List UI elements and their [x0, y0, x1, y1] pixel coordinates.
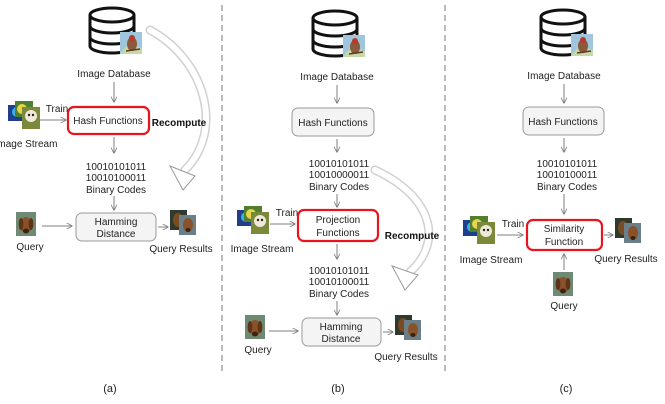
train-label: Train [276, 208, 298, 219]
train-label: Train [502, 219, 524, 230]
bird-photo-icon [570, 33, 594, 57]
hamming-line-1: Hamming [95, 217, 138, 228]
query-results-label: Query Results [149, 244, 212, 255]
hamming-distance-box [75, 212, 157, 242]
hash-functions-box [522, 106, 605, 136]
similarity-function-box [525, 218, 604, 252]
panel-b: Image Database Hash Functions 1001010101… [231, 9, 440, 395]
image-database-label: Image Database [77, 69, 151, 80]
image-database-label: Image Database [527, 71, 601, 82]
similarity-line-2: Function [545, 237, 583, 248]
query-label: Query [16, 242, 43, 253]
recompute-arrowhead [390, 265, 419, 291]
code-line-2: 10010100011 [86, 173, 147, 184]
code-line-2: 10010100011 [309, 277, 370, 288]
bird-photo-icon [342, 34, 366, 58]
image-stream-photos-icon [463, 216, 495, 244]
image-stream-label: Image Stream [231, 244, 294, 255]
caption-b: (b) [331, 383, 344, 395]
image-stream-label: Image Stream [460, 255, 523, 266]
panel-a: Image Database Hash Functions Train Imag… [0, 6, 213, 395]
code-line-1: 10010101011 [309, 266, 370, 277]
hamming-distance-box [301, 317, 382, 347]
dog-photo-icon [245, 315, 265, 339]
similarity-line-1: Similarity [544, 224, 585, 235]
code-line-2: 10010100011 [537, 170, 598, 181]
recompute-label: Recompute [152, 118, 207, 129]
hash-functions-box [291, 107, 375, 137]
hamming-line-2: Distance [97, 229, 136, 240]
image-database-label: Image Database [300, 72, 374, 83]
query-label: Query [550, 301, 577, 312]
panel-c: Image Database Hash Functions 1001010101… [460, 8, 658, 395]
binary-codes-label: Binary Codes [537, 182, 597, 193]
hamming-line-1: Hamming [320, 322, 363, 333]
query-results-photos-icon [615, 218, 641, 243]
recompute-arrow-inner [372, 167, 432, 275]
code-line-1: 10010101011 [86, 162, 147, 173]
code-line-2: 10010000011 [309, 170, 370, 181]
bird-photo-icon [119, 31, 143, 55]
image-stream-photos-icon [237, 206, 269, 234]
hash-functions-label: Hash Functions [298, 118, 367, 129]
hash-functions-box [66, 105, 151, 136]
caption-a: (a) [103, 383, 116, 395]
code-line-1: 10010101011 [537, 159, 598, 170]
query-results-photos-icon [395, 315, 421, 340]
image-stream-label: Image Stream [0, 139, 57, 150]
dog-photo-icon [553, 272, 573, 296]
recompute-arrowhead [168, 165, 196, 191]
recompute-label: Recompute [385, 231, 440, 242]
binary-codes-label: Binary Codes [309, 182, 369, 193]
query-results-photos-icon [170, 210, 196, 235]
projection-functions-box [296, 208, 380, 243]
hash-functions-label: Hash Functions [528, 117, 597, 128]
projection-line-2: Functions [316, 228, 359, 239]
image-stream-photos-icon [8, 101, 40, 129]
hash-functions-label: Hash Functions [73, 116, 142, 127]
code-line-1: 10010101011 [309, 159, 370, 170]
projection-line-1: Projection [316, 215, 360, 226]
binary-codes-label: Binary Codes [309, 289, 369, 300]
hamming-line-2: Distance [322, 334, 361, 345]
train-label: Train [46, 104, 68, 115]
dog-photo-icon [16, 212, 36, 236]
query-label: Query [244, 345, 271, 356]
recompute-arrow-inner [147, 27, 210, 173]
query-results-label: Query Results [374, 352, 437, 363]
caption-c: (c) [560, 383, 573, 395]
binary-codes-label: Binary Codes [86, 185, 146, 196]
query-results-label: Query Results [594, 254, 657, 265]
